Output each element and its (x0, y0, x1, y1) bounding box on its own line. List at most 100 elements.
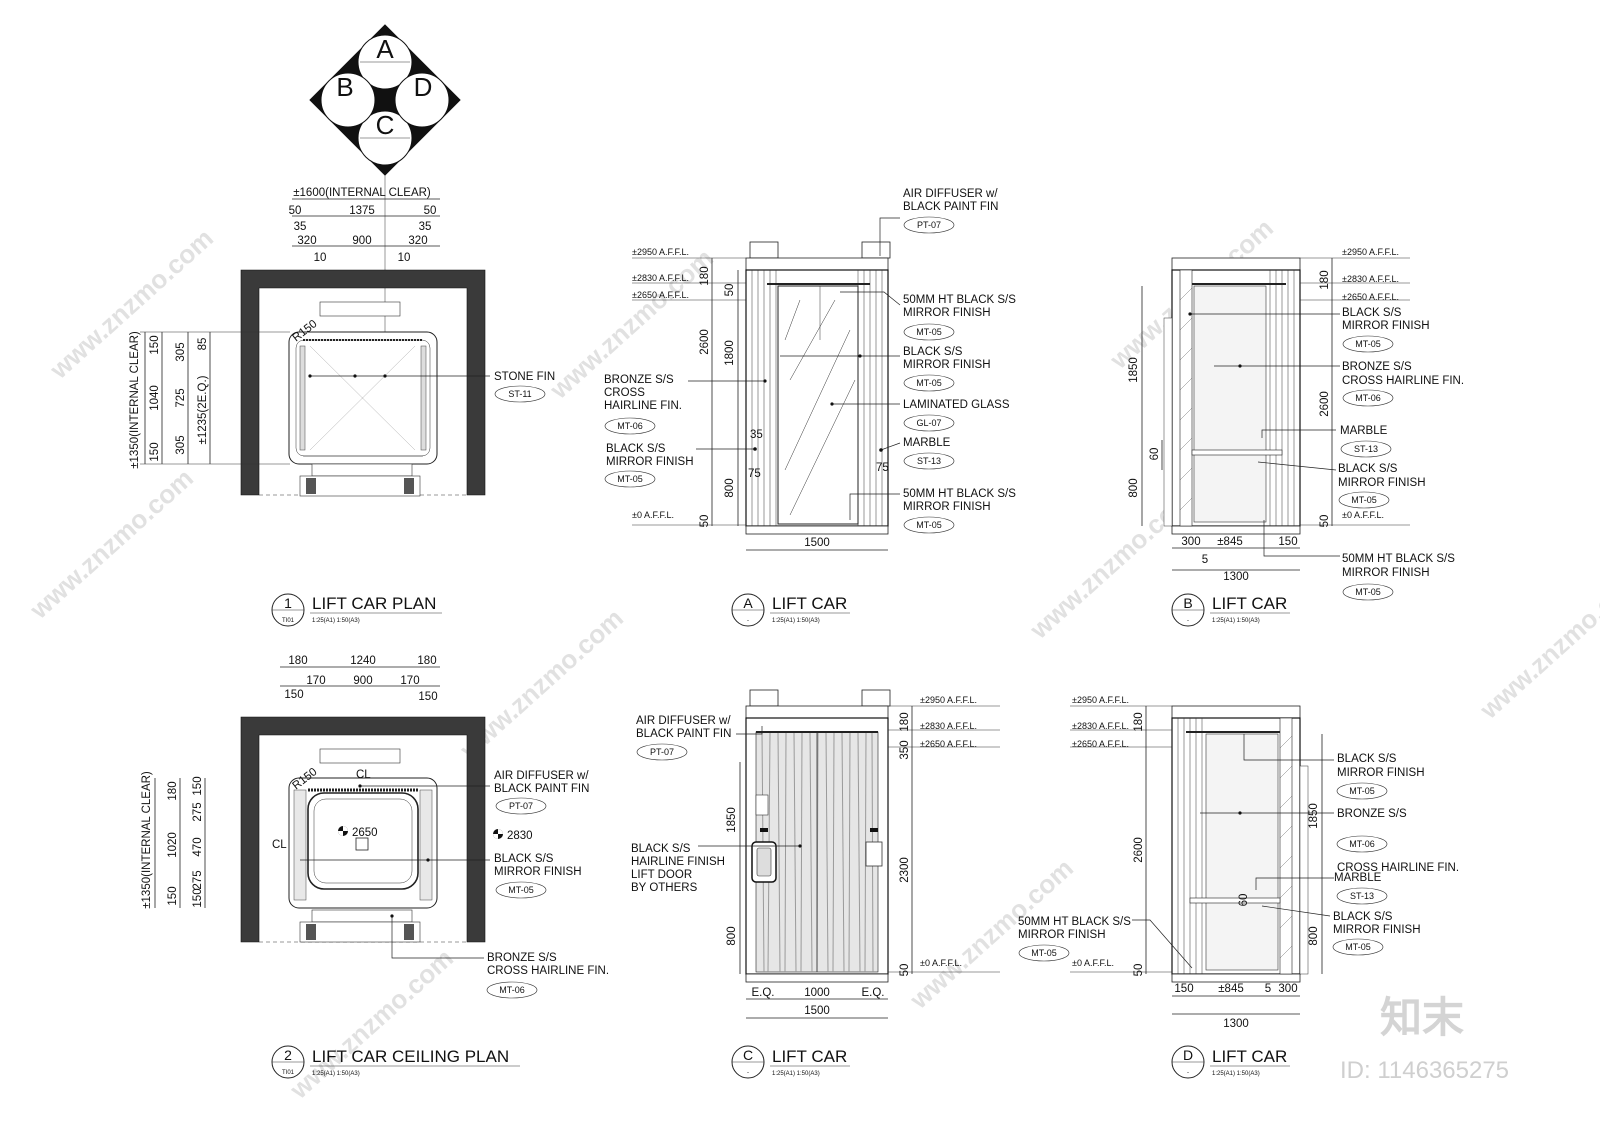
elevC-air-line2: BLACK PAINT FIN (636, 728, 731, 740)
watermark-text-9: www.znzmo.com (283, 943, 459, 1105)
elevA-glass: LAMINATED GLASS (903, 399, 1010, 411)
elevB-levels: ±2950 A.F.F.L. ±2830 A.F.F.L. ±2650 A.F.… (1300, 247, 1410, 526)
elevC-dim-180: 180 (899, 712, 911, 731)
plan2-dim-275a: 275 (192, 802, 204, 821)
elevA-level-2830: ±2830 A.F.F.L. (632, 273, 689, 283)
elevation-b: ±2950 A.F.F.L. ±2830 A.F.F.L. ±2650 A.F.… (1128, 247, 1464, 627)
elevD-scale: 1:25(A1) 1:50(A3) (1212, 1071, 1260, 1077)
elevC-title-ref: - (747, 1070, 749, 1076)
elevD-bronze: BRONZE S/S (1337, 808, 1407, 820)
plan1-dim-1235: ±1235(2E.Q.) (197, 375, 209, 444)
plan2-bronze-line2: CROSS HAIRLINE FIN. (487, 965, 609, 977)
elevB-dim-180: 180 (1319, 270, 1331, 289)
elevA-dim-75b: 75 (876, 462, 889, 474)
elevD-title: LIFT CAR (1212, 1047, 1287, 1066)
elevation-a: 180 50 2600 1800 800 50 35 75 75 ±2950 A… (604, 188, 1016, 627)
plan2-cl-top: CL (356, 769, 371, 781)
elevA-marble: MARBLE (903, 437, 951, 449)
plan2-dim-275b: 275 (192, 870, 204, 889)
elevC-level-2950: ±2950 A.F.F.L. (920, 695, 977, 705)
plan2-cl-left: CL (272, 839, 287, 851)
elevA-ht50b-line2: MIRROR FINISH (903, 501, 991, 513)
elevB-level-2830: ±2830 A.F.F.L. (1342, 274, 1399, 284)
plan2-dim-150a: 150 (284, 689, 303, 701)
plan1-dim-10b: 10 (398, 252, 411, 264)
elevC-dim-1850: 1850 (726, 807, 738, 833)
elevC-door-line3: LIFT DOOR (631, 869, 692, 881)
elevC-title: LIFT CAR (772, 1047, 847, 1066)
elevA-tag-bronze: MT-06 (617, 421, 643, 431)
elevD-ht50-line1: 50MM HT BLACK S/S (1018, 916, 1131, 928)
plan2-air-line2: BLACK PAINT FIN (494, 783, 589, 795)
elevA-dim-1800: 1800 (724, 340, 736, 366)
elevC-level-2830: ±2830 A.F.F.L. (920, 721, 977, 731)
elevation-compass: A B D C (309, 24, 461, 176)
elevC-dim-1500: 1500 (804, 1005, 830, 1017)
elevB-dim-150: 150 (1278, 536, 1297, 548)
elevD-tag-bronze: MT-06 (1349, 839, 1375, 849)
plan1-dim-1040: 1040 (149, 385, 161, 411)
watermark-text-8: www.znzmo.com (1473, 563, 1600, 725)
elevD-dim-150: 150 (1174, 983, 1193, 995)
elevA-bss-line1: BLACK S/S (903, 346, 963, 358)
elevB-level-2950: ±2950 A.F.F.L. (1342, 247, 1399, 257)
plan2-dim-150b: 150 (418, 691, 437, 703)
elevD-dim-1850: 1850 (1308, 803, 1320, 829)
plan2-air-line1: AIR DIFFUSER w/ (494, 770, 589, 782)
elevD-dim-2600: 2600 (1133, 837, 1145, 863)
plan2-tag-bss: MT-05 (508, 885, 534, 895)
elevB-level-2650: ±2650 A.F.F.L. (1342, 292, 1399, 302)
plan1-dim-320b: 320 (408, 235, 427, 247)
plan1-dim-internal-clear: ±1600(INTERNAL CLEAR) (293, 187, 431, 199)
elevA-dim-50b: 50 (699, 515, 711, 528)
elevB-bronze-line1: BRONZE S/S (1342, 361, 1412, 373)
brand-logo: 知末 (1380, 994, 1464, 1041)
elevB-dim-300: 300 (1181, 536, 1200, 548)
elevA-ht50-line2: MIRROR FINISH (903, 307, 991, 319)
plan1-dim-725: 725 (175, 388, 187, 407)
elevA-air-line1: AIR DIFFUSER w/ (903, 188, 998, 200)
elevC-tag-air: PT-07 (650, 747, 674, 757)
elevC-door-line2: HAIRLINE FINISH (631, 856, 725, 868)
elevA-tag-lbss: MT-05 (617, 474, 643, 484)
elevB-tag-bss2: MT-05 (1351, 495, 1377, 505)
elevD-bss2-line1: BLACK S/S (1333, 911, 1393, 923)
elevD-level-0: ±0 A.F.F.L. (1072, 958, 1114, 968)
elevA-title-ref: - (747, 618, 749, 624)
plan2-title: LIFT CAR CEILING PLAN (312, 1047, 509, 1066)
lift-car-ceiling-plan: 180 1240 180 170 900 170 150 150 R150 CL… (141, 655, 609, 1079)
elevD-title-number: D (1183, 1047, 1193, 1063)
elevC-levels: ±2950 A.F.F.L. ±2830 A.F.F.L. ±2650 A.F.… (888, 695, 1000, 973)
plan2-bronze-line1: BRONZE S/S (487, 952, 557, 964)
elevD-dim-300: 300 (1278, 983, 1297, 995)
elevA-bronze-line1: BRONZE S/S (604, 374, 674, 386)
elevB-title: LIFT CAR (1212, 594, 1287, 613)
elevA-tag-ht50b: MT-05 (916, 520, 942, 530)
elevD-tag-bss2: MT-05 (1345, 942, 1371, 952)
elevD-tag-bss: MT-05 (1349, 786, 1375, 796)
elevB-tag-bronze: MT-06 (1355, 393, 1381, 403)
elevA-bronze-line3: HAIRLINE FIN. (604, 400, 682, 412)
plan1-dim-10a: 10 (314, 252, 327, 264)
plan1-dim-320a: 320 (297, 235, 316, 247)
elevD-bss2-line2: MIRROR FINISH (1333, 924, 1421, 936)
elevD-cross: CROSS HAIRLINE FIN. (1337, 862, 1459, 874)
elevB-bss2-line2: MIRROR FINISH (1338, 477, 1426, 489)
elevA-dim-180: 180 (699, 266, 711, 285)
elevB-title-ref: - (1187, 618, 1189, 624)
elevB-bss-line2: MIRROR FINISH (1342, 320, 1430, 332)
brand-id: ID: 1146365275 (1340, 1057, 1509, 1084)
compass-d: D (414, 72, 433, 102)
plan2-scale: 1:25(A1) 1:50(A3) (312, 1071, 360, 1077)
plan2-bss-line1: BLACK S/S (494, 853, 554, 865)
elevB-dim-1300: 1300 (1223, 571, 1249, 583)
elevD-dim-60: 60 (1238, 894, 1250, 907)
elevA-tag-air: PT-07 (917, 220, 941, 230)
elevA-dim-800: 800 (724, 478, 736, 497)
elevA-dim-1500: 1500 (804, 537, 830, 549)
elevB-dim-60: 60 (1149, 448, 1161, 461)
lift-car-plan: ±1600(INTERNAL CLEAR) 50 1375 50 35 35 3… (129, 175, 555, 627)
plan1-dim-150a: 150 (149, 335, 161, 354)
elevC-dim-800: 800 (726, 926, 738, 945)
